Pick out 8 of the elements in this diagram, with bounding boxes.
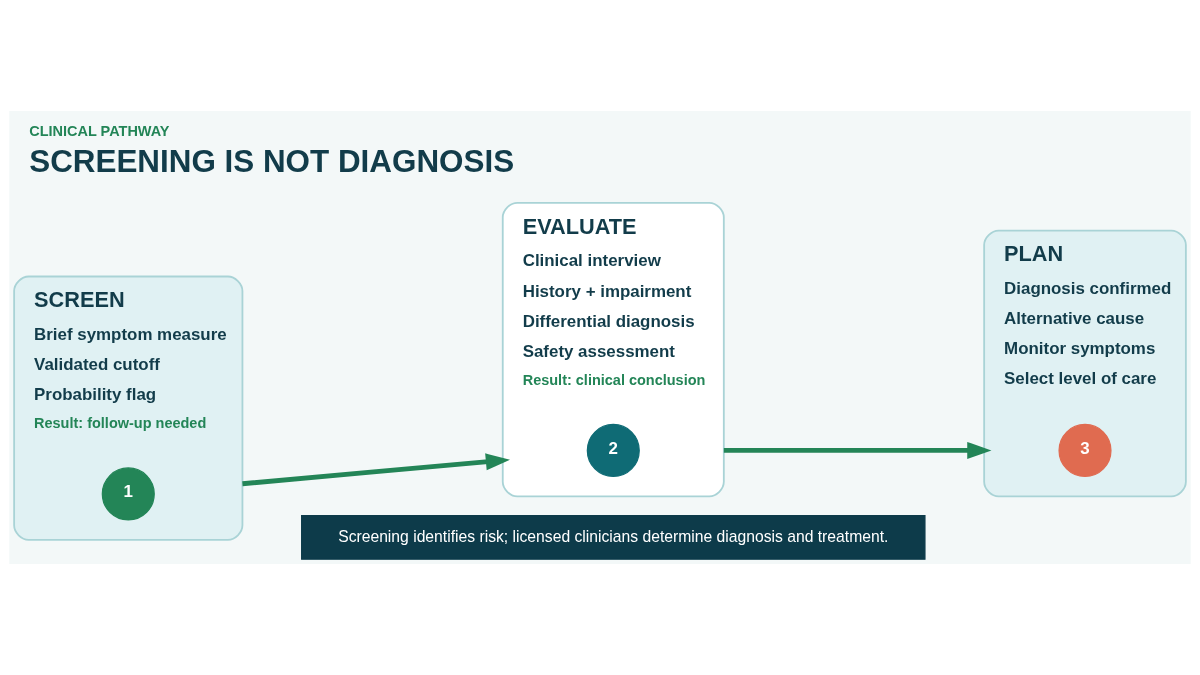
node-circle: 2 <box>586 423 640 478</box>
label: CLINICAL PATHWAY <box>29 122 170 139</box>
node-circle: 3 <box>1058 423 1112 478</box>
node-circle: 1 <box>101 467 155 521</box>
arrow <box>242 453 511 487</box>
diagram-title: SCREENING IS NOT DIAGNOSIS <box>29 144 515 180</box>
caption: Screening identifies risk; licensed clinicians determine diagnosis and treatment. <box>338 527 889 545</box>
arrow <box>723 441 992 459</box>
